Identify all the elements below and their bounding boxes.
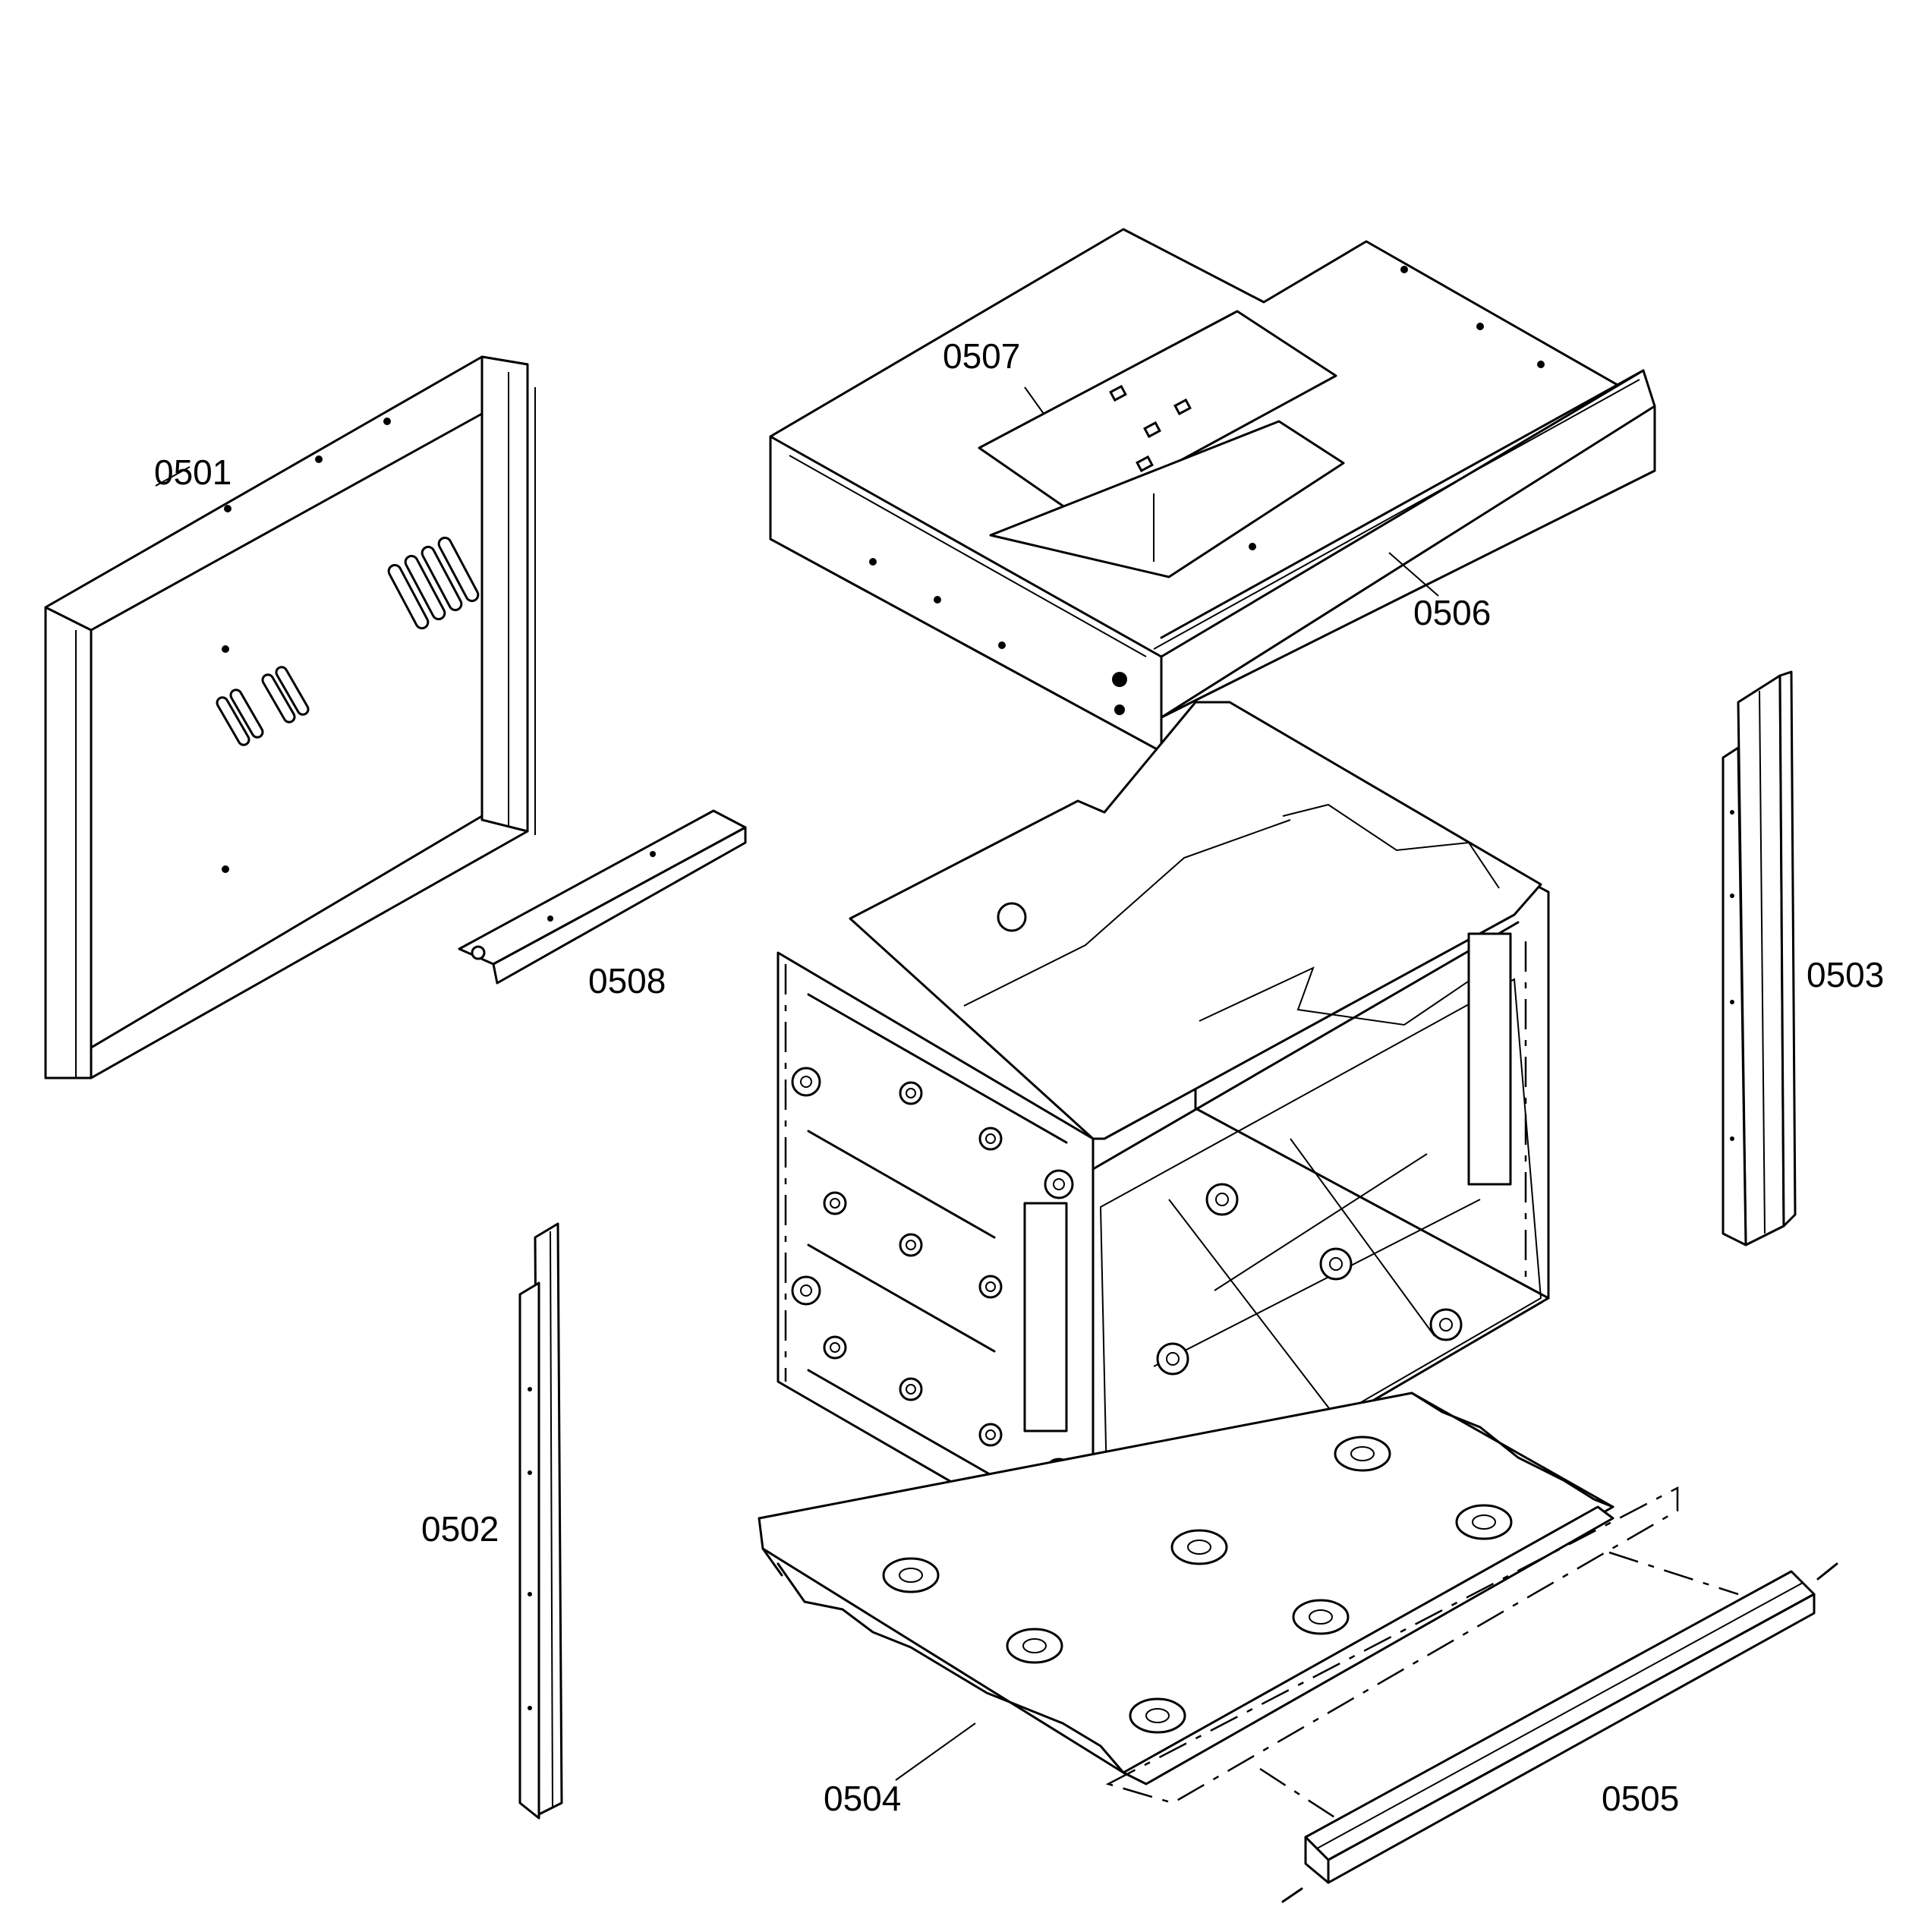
- label-0502: 0502: [421, 1509, 499, 1549]
- part-0503-vertical-strip: [1722, 670, 1797, 1247]
- label-0504: 0504: [824, 1779, 901, 1818]
- label-0503: 0503: [1807, 955, 1884, 994]
- part-0502-vertical-strip: [518, 1222, 563, 1820]
- tray-bosses: [882, 1436, 1513, 1734]
- part-0507-cover-plate: [978, 310, 1345, 578]
- part-0504-bottom-tray: [758, 1391, 1614, 1785]
- label-0507: 0507: [943, 336, 1020, 376]
- cavity-bosses: [791, 1067, 1463, 1524]
- part-0505-front-trim: [1105, 1486, 1838, 1903]
- label-0508: 0508: [588, 961, 666, 1001]
- label-0505: 0505: [1602, 1779, 1679, 1818]
- oven-cavity-frame: [776, 701, 1550, 1565]
- label-0506: 0506: [1413, 593, 1491, 632]
- part-0508-bracket: [458, 809, 747, 985]
- label-0501: 0501: [154, 452, 232, 492]
- part-0501-side-panel: [44, 355, 536, 1079]
